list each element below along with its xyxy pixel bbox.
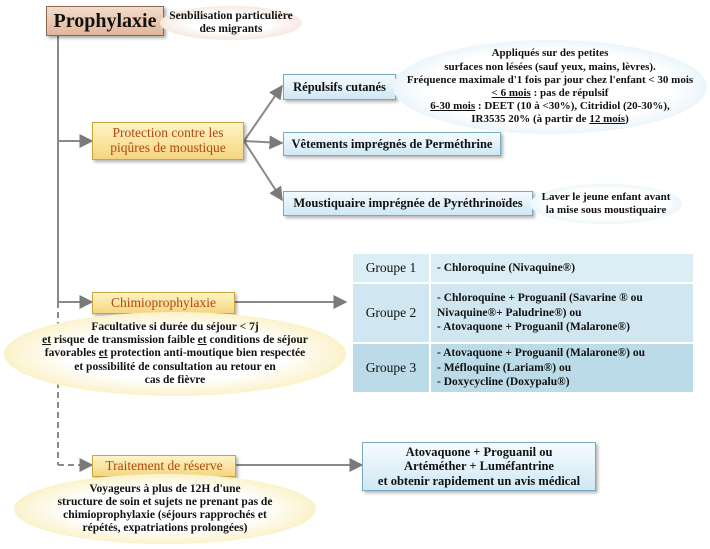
group2-line1: - Chloroquine + Proguanil (Savarine ® ou xyxy=(437,291,643,304)
reserve-note-line3: chimioprophylaxie (séjours rapprochés et xyxy=(63,509,267,521)
ir3535-text: IR3535 20% (à partir de xyxy=(471,113,590,126)
group1-name: Groupe 1 xyxy=(353,254,431,284)
group3-line3: - Doxycycline (Doxypalu®) xyxy=(437,376,570,389)
protection-text: protection anti-moutique bien respectée xyxy=(107,347,306,360)
group3-drugs: - Atovaquone + Proguanil (Malarone®) ou … xyxy=(431,344,693,394)
group3-line1: - Atovaquone + Proguanil (Malarone®) ou xyxy=(437,346,645,359)
no-repellent-text: : pas de répulsif xyxy=(530,87,609,99)
repulsifs-note-line2: surfaces non lésées (sauf yeux, mains, l… xyxy=(444,60,656,73)
title: Prophylaxie xyxy=(53,9,157,32)
treatment-line3: et obtenir rapidement un avis médical xyxy=(377,473,581,488)
protection-box: Protection contre les piqûres de moustiq… xyxy=(92,122,244,160)
treatment-box: Atovaquone + Proguanil ou Artéméther + L… xyxy=(362,442,596,491)
et-2: et xyxy=(197,334,207,347)
group2-drugs: - Chloroquine + Proguanil (Savarine ® ou… xyxy=(431,284,693,344)
protection-label-line2: piqûres de moustique xyxy=(110,140,226,155)
deet-text: : DEET (10 à <30%), Citridiol (20-30%), xyxy=(475,100,670,113)
moustiquaire-note: Laver le jeune enfant avant la mise sous… xyxy=(530,184,682,224)
repulsifs-box: Répulsifs cutanés xyxy=(283,74,396,100)
chimio-note-line3: favorables et protection anti-moutique b… xyxy=(45,347,306,360)
chimio-label: Chimioprophylaxie xyxy=(111,294,216,310)
favorables-text: favorables xyxy=(44,347,99,360)
vetements-label: Vêtements imprégnés de Perméthrine xyxy=(291,136,493,151)
reserve-label: Traitement de réserve xyxy=(105,457,223,473)
reserve-note: Voyageurs à plus de 12H d'une structure … xyxy=(14,474,316,544)
group3-line2: - Méfloquine (Lariam®) ou xyxy=(437,361,572,374)
migrants-note: Senbilisation particulière des migrants xyxy=(160,6,302,40)
moustiquaire-box: Moustiquaire imprégnée de Pyréthrinoïdes xyxy=(283,191,533,216)
repulsifs-note-line6: IR3535 20% (à partir de 12 mois) xyxy=(471,113,628,126)
group2-line2: Nivaquine®+ Paludrine®) ou xyxy=(437,306,582,319)
chimio-note-line1: Facultative si durée du séjour < 7j xyxy=(91,320,259,333)
group2-line3: - Atovaquone + Proguanil (Malarone®) xyxy=(437,321,630,334)
repulsifs-note-line3: Fréquence maximale d'1 fois par jour che… xyxy=(406,73,694,86)
conditions-text: conditions de séjour xyxy=(206,334,308,347)
treatment-line2: Artéméther + Luméfantrine xyxy=(404,459,554,474)
repulsifs-note: Appliqués sur des petites surfaces non l… xyxy=(393,40,707,134)
et-3: et xyxy=(98,347,108,360)
age-6-30m: 6-30 mois xyxy=(430,100,476,113)
group2-name: Groupe 2 xyxy=(353,284,431,344)
group1-line1: - Chloroquine (Nivaquine®) xyxy=(437,261,576,274)
moustiquaire-note-line2: la mise sous moustiquaire xyxy=(545,204,667,216)
moustiquaire-label: Moustiquaire imprégnée de Pyréthrinoïdes xyxy=(293,196,523,211)
protection-label-line1: Protection contre les xyxy=(112,125,224,141)
et-1: et xyxy=(42,334,52,347)
paren-close: ) xyxy=(625,113,629,126)
age-12m: 12 mois xyxy=(589,113,626,126)
repulsifs-note-line5: 6-30 mois : DEET (10 à <30%), Citridiol … xyxy=(430,100,670,113)
group3-name: Groupe 3 xyxy=(353,344,431,394)
groups-table: Groupe 1 - Chloroquine (Nivaquine®) Grou… xyxy=(352,253,694,395)
reserve-box: Traitement de réserve xyxy=(92,455,236,477)
risk-text: risque de transmission faible xyxy=(51,334,198,347)
treatment-line1: Atovaquone + Proguanil ou xyxy=(405,444,553,459)
chimio-box: Chimioprophylaxie xyxy=(92,292,235,314)
repulsifs-label: Répulsifs cutanés xyxy=(293,79,386,94)
reserve-note-line4: répétés, expatriations prolongées) xyxy=(82,522,248,535)
moustiquaire-note-line1: Laver le jeune enfant avant xyxy=(541,190,671,203)
chimio-note-line2: et risque de transmission faible et cond… xyxy=(42,334,308,347)
vetements-box: Vêtements imprégnés de Perméthrine xyxy=(283,132,501,156)
chimio-note-line5: cas de fièvre xyxy=(144,373,206,386)
group1-drugs: - Chloroquine (Nivaquine®) xyxy=(431,254,693,284)
repulsifs-note-line1: Appliqués sur des petites xyxy=(491,47,609,60)
age-under-6m: < 6 mois xyxy=(491,87,531,99)
reserve-note-line2: structure de soin et sujets ne prenant p… xyxy=(57,495,273,508)
chimio-note-line4: et possibilité de consultation au retour… xyxy=(74,360,276,373)
repulsifs-note-line4: < 6 mois : pas de répulsif xyxy=(492,87,609,100)
reserve-note-line1: Voyageurs à plus de 12H d'une xyxy=(89,482,241,495)
title-box: Prophylaxie xyxy=(46,6,164,36)
chimio-note: Facultative si durée du séjour < 7j et r… xyxy=(4,312,346,396)
